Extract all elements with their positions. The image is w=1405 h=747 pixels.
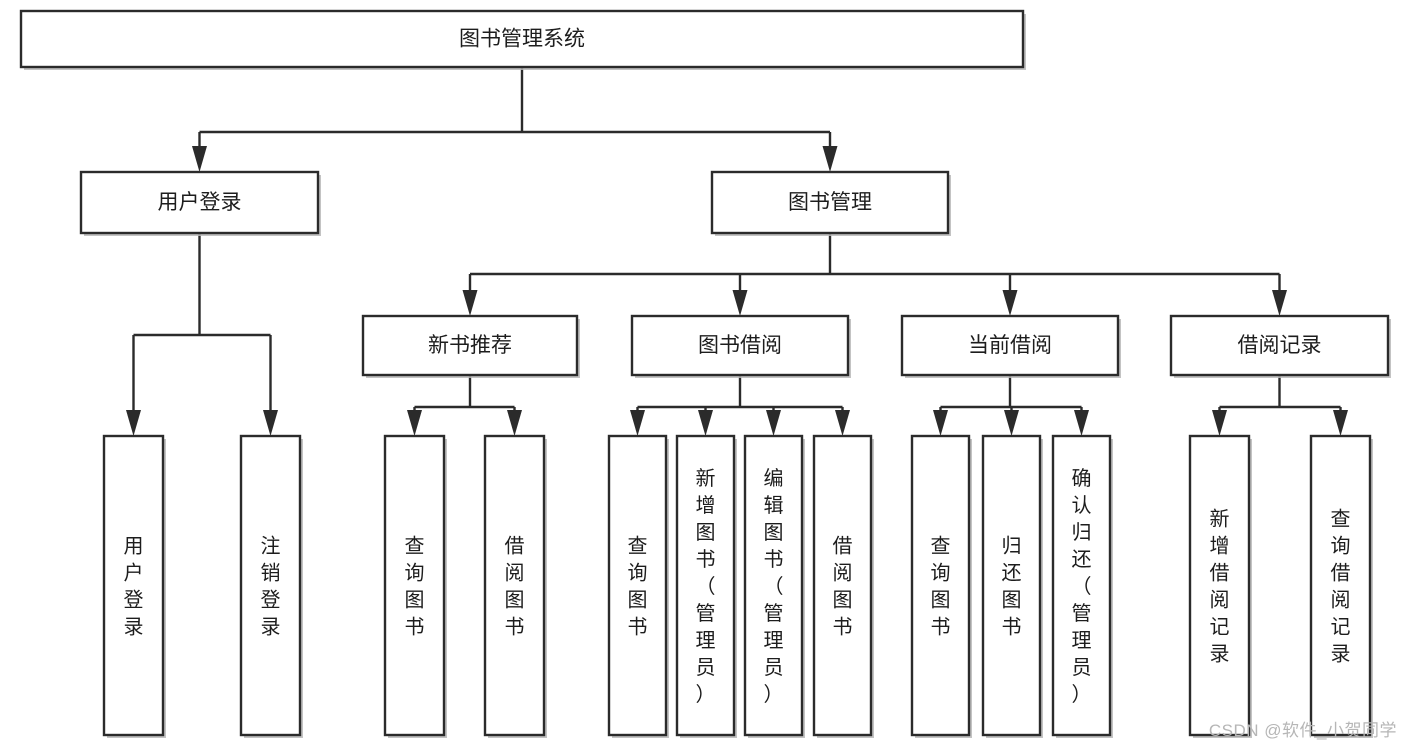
node-leaf-query-book-3[interactable]: 查询图书	[910, 434, 972, 738]
arrowhead-icon	[1074, 410, 1089, 436]
node-label: 图书借阅	[698, 334, 782, 357]
node-label-vertical: 新增借阅记录	[1210, 508, 1230, 666]
node-label-vertical: 借阅图书	[505, 535, 525, 639]
node-borrow-record[interactable]: 借阅记录	[1169, 314, 1391, 378]
node-leaf-return-book[interactable]: 归还图书	[981, 434, 1043, 738]
node-leaf-borrow-book-1[interactable]: 借阅图书	[483, 434, 547, 738]
node-leaf-add-book[interactable]: 新增图书（管理员）	[675, 434, 737, 738]
node-label: 图书管理	[788, 191, 872, 214]
arrowhead-icon	[1212, 410, 1227, 436]
arrowhead-icon	[1002, 290, 1018, 316]
node-leaf-edit-book[interactable]: 编辑图书（管理员）	[743, 434, 805, 738]
node-label-vertical: 查询图书	[405, 535, 425, 639]
watermark-text: CSDN @软件_小贺同学	[1208, 721, 1397, 740]
arrowhead-icon	[732, 290, 748, 316]
arrowhead-icon	[263, 410, 278, 436]
node-label-vertical: 用户登录	[124, 536, 144, 639]
arrowhead-icon	[126, 410, 141, 436]
node-label-vertical: 查询图书	[628, 535, 648, 639]
node-leaf-query-book-1[interactable]: 查询图书	[383, 434, 447, 738]
node-leaf-user-logout[interactable]: 注销登录	[239, 434, 303, 738]
node-label-vertical: 查询借阅记录	[1331, 508, 1351, 666]
node-label: 新书推荐	[428, 334, 512, 357]
arrowhead-icon	[407, 410, 422, 436]
node-book-manage[interactable]: 图书管理	[710, 170, 951, 236]
arrowhead-icon	[766, 410, 781, 436]
arrowhead-icon	[1333, 410, 1348, 436]
node-leaf-query-record[interactable]: 查询借阅记录	[1309, 434, 1373, 738]
node-label: 图书管理系统	[459, 28, 585, 51]
arrowhead-icon	[462, 290, 478, 316]
node-label: 借阅记录	[1238, 334, 1322, 357]
node-new-book-recommend[interactable]: 新书推荐	[361, 314, 580, 378]
node-label-vertical: 注销登录	[261, 535, 281, 639]
arrowhead-icon	[1004, 410, 1019, 436]
arrowhead-icon	[822, 146, 838, 172]
node-leaf-confirm-return[interactable]: 确认归还（管理员）	[1051, 434, 1113, 738]
node-label-vertical: 编辑图书（管理员）	[764, 467, 784, 706]
node-leaf-add-record[interactable]: 新增借阅记录	[1188, 434, 1252, 738]
node-label-vertical: 查询图书	[931, 535, 951, 639]
node-label: 用户登录	[158, 191, 242, 214]
node-leaf-borrow-book-2[interactable]: 借阅图书	[812, 434, 874, 738]
node-current-borrow[interactable]: 当前借阅	[900, 314, 1121, 378]
node-user-login[interactable]: 用户登录	[79, 170, 321, 236]
node-root-root[interactable]: 图书管理系统	[19, 9, 1026, 70]
node-leaf-query-book-2[interactable]: 查询图书	[607, 434, 669, 738]
arrowhead-icon	[698, 410, 713, 436]
arrowhead-icon	[630, 410, 645, 436]
node-label-vertical: 确认归还（管理员）	[1072, 467, 1092, 706]
arrowhead-icon	[933, 410, 948, 436]
node-book-borrow[interactable]: 图书借阅	[630, 314, 851, 378]
arrowhead-icon	[507, 410, 522, 436]
connector-layer	[126, 67, 1348, 436]
arrowhead-icon	[1272, 290, 1287, 316]
arrowhead-icon	[835, 410, 850, 436]
node-label-vertical: 归还图书	[1002, 535, 1022, 639]
arrowhead-icon	[192, 146, 207, 172]
node-leaf-user-login[interactable]: 用户登录	[102, 434, 166, 738]
node-label-vertical: 新增图书（管理员）	[696, 467, 716, 706]
node-label-vertical: 借阅图书	[833, 535, 853, 639]
node-label: 当前借阅	[968, 334, 1052, 357]
node-layer: 图书管理系统用户登录图书管理新书推荐图书借阅当前借阅借阅记录用户登录注销登录查询…	[19, 9, 1391, 738]
